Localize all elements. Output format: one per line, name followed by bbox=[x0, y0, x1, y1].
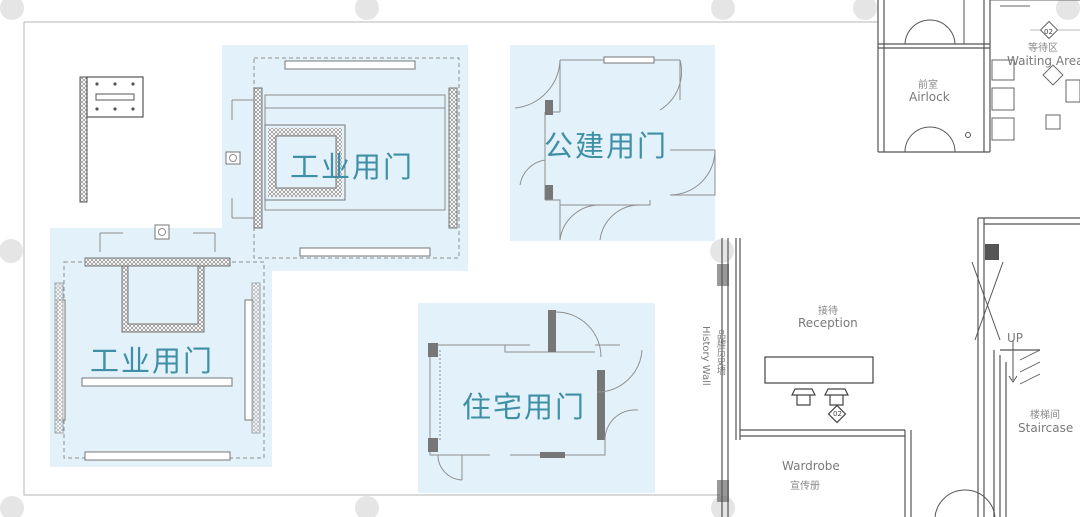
residential-door-drawing bbox=[428, 310, 643, 481]
waiting-area-furniture bbox=[990, 0, 1080, 141]
reception-desk bbox=[764, 356, 874, 424]
waiting-area-label-en: Waiting Area bbox=[1007, 54, 1080, 68]
airlock-label-cn: 前室 bbox=[918, 80, 938, 91]
reception-label-cn: 接待 bbox=[818, 306, 838, 317]
waiting-area-label-cn: 等待区 bbox=[1028, 43, 1058, 54]
zone-label-industrial-top: 工业用门 bbox=[290, 150, 415, 184]
staircase-walls bbox=[971, 217, 1080, 517]
staircase-label-en: Staircase bbox=[1018, 421, 1074, 435]
wardrobe-label-cn: 宣传册 bbox=[790, 481, 820, 492]
marker-reception-label: 02 bbox=[833, 410, 842, 418]
history-wall-label-cn: 品牌历史墙 bbox=[715, 330, 725, 375]
zone-label-industrial-bottom: 工业用门 bbox=[90, 344, 215, 378]
marker-top-label: 02 bbox=[1044, 28, 1053, 36]
industrial-door-top-drawing bbox=[225, 57, 460, 259]
staircase-label-cn: 楼梯间 bbox=[1030, 410, 1060, 421]
wardrobe-label-en: Wardrobe bbox=[782, 459, 840, 473]
airlock-label-en: Airlock bbox=[909, 90, 950, 104]
history-wall bbox=[717, 238, 741, 517]
up-label: UP bbox=[1007, 331, 1024, 345]
history-wall-label-en: History Wall bbox=[700, 326, 711, 386]
exhibition-boundary bbox=[23, 21, 878, 496]
airlock-walls bbox=[877, 0, 991, 153]
reception-label-en: Reception bbox=[798, 316, 858, 330]
zone-label-residential: 住宅用门 bbox=[462, 390, 587, 424]
wardrobe-walls bbox=[740, 429, 996, 517]
public-door-drawing bbox=[514, 56, 716, 241]
industrial-door-bottom-drawing bbox=[54, 224, 265, 461]
zone-label-public: 公建用门 bbox=[544, 129, 669, 163]
wall-sample bbox=[79, 76, 144, 203]
